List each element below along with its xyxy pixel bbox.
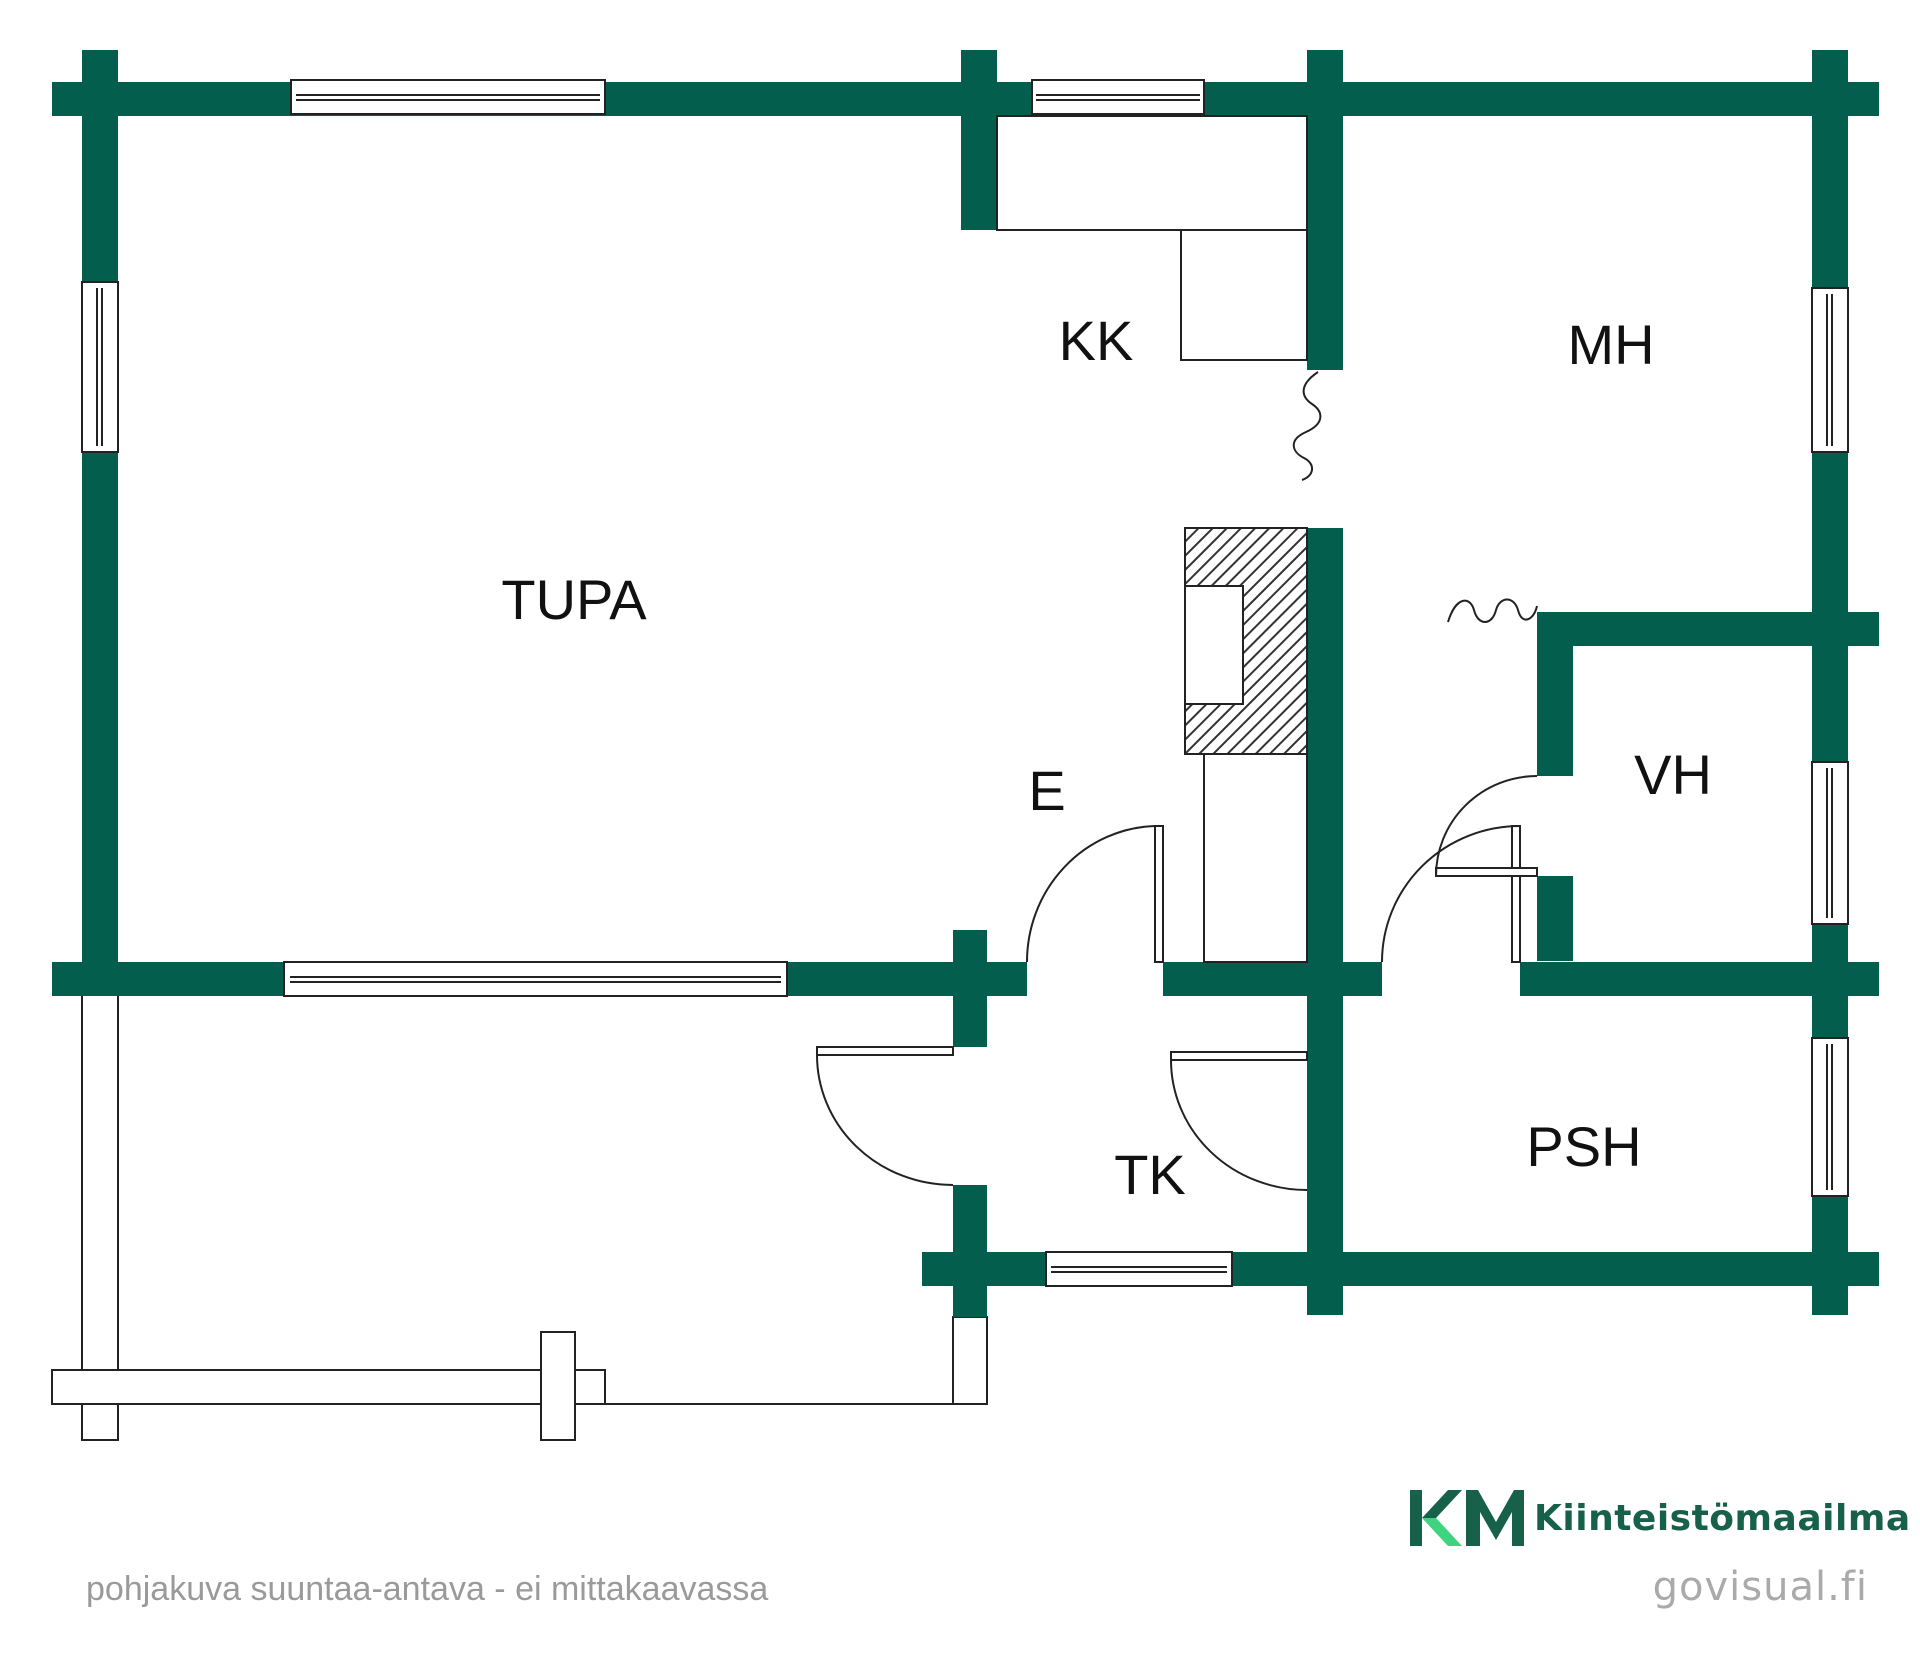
terrace xyxy=(51,994,988,1441)
wall xyxy=(1307,50,1343,370)
door-swing xyxy=(816,1054,954,1186)
window xyxy=(1031,79,1205,115)
window xyxy=(1811,1037,1849,1197)
wall xyxy=(1537,876,1573,961)
room-label-psh: PSH xyxy=(1526,1115,1641,1178)
fireplace xyxy=(1184,527,1308,755)
brand-name: Kiinteistömaailma xyxy=(1534,1497,1911,1539)
room-label-mh: MH xyxy=(1567,313,1654,376)
wall xyxy=(82,50,118,995)
doors xyxy=(816,775,1538,1191)
disclaimer-note: pohjakuva suuntaa-antava - ei mittakaava… xyxy=(86,1570,769,1608)
door-swing xyxy=(1381,825,1521,963)
window xyxy=(81,281,119,453)
room-label-e: E xyxy=(1028,759,1065,822)
wall xyxy=(953,1185,987,1317)
door-swing xyxy=(1026,825,1156,963)
brand-logo: Kiinteistömaailma xyxy=(1408,1486,1911,1550)
door-swing xyxy=(1435,775,1538,877)
terrace-post-middle xyxy=(540,1331,576,1441)
room-labels: TUPA KK MH E VH TK PSH xyxy=(501,309,1712,1206)
door-leaf xyxy=(1511,825,1521,963)
room-label-tk: TK xyxy=(1114,1143,1186,1206)
window xyxy=(1811,287,1849,453)
door-leaf xyxy=(1435,867,1538,877)
door-swing xyxy=(1170,1059,1308,1191)
wall xyxy=(1537,612,1573,776)
room-label-tupa: TUPA xyxy=(501,568,647,631)
wall xyxy=(1537,612,1879,646)
door-leaf xyxy=(816,1046,954,1056)
window xyxy=(1811,761,1849,925)
credit-text: govisual.fi xyxy=(1652,1564,1868,1610)
room-label-kk: KK xyxy=(1059,309,1134,372)
windows xyxy=(81,79,1849,1287)
curtain-vh xyxy=(1447,598,1538,623)
window xyxy=(1045,1251,1233,1287)
terrace-beam xyxy=(51,1369,606,1405)
wall xyxy=(961,50,997,230)
kitchen-counter xyxy=(996,115,1308,361)
curtain-mh xyxy=(1292,371,1322,481)
wall xyxy=(1520,962,1879,996)
door-leaf xyxy=(1170,1051,1308,1061)
terrace-post-right xyxy=(952,1316,988,1405)
curtains xyxy=(1292,371,1538,623)
window xyxy=(290,79,606,115)
door-leaf xyxy=(1154,825,1164,963)
window xyxy=(283,961,788,997)
wall xyxy=(1163,962,1382,996)
cabinet xyxy=(1203,753,1308,963)
km-logo-icon xyxy=(1410,1490,1524,1546)
wall xyxy=(953,930,987,1047)
room-label-vh: VH xyxy=(1634,743,1712,806)
terrace-post-left xyxy=(81,994,119,1441)
